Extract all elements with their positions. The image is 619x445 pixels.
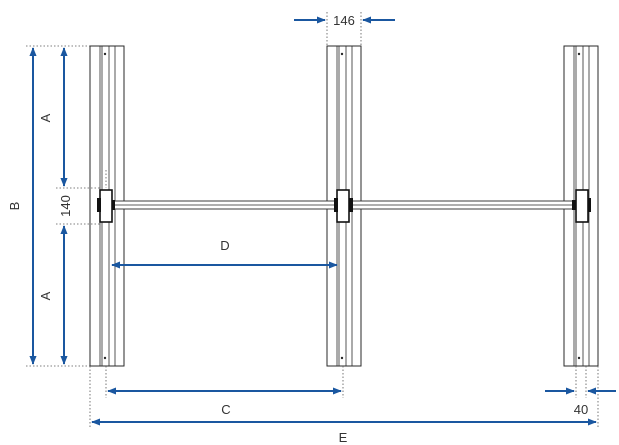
dimension-c-label: C bbox=[221, 402, 230, 417]
dimension-a-top-label: A bbox=[38, 113, 53, 122]
extension-lines bbox=[26, 12, 599, 428]
dimension-lines bbox=[29, 16, 616, 426]
dimension-d-label: D bbox=[220, 238, 229, 253]
dimension-e-label: E bbox=[339, 430, 348, 445]
bracket-right bbox=[572, 189, 591, 223]
bracket-middle bbox=[334, 189, 353, 223]
bracket-left bbox=[97, 189, 115, 223]
dimension-b-label: B bbox=[7, 202, 22, 211]
dimension-40-label: 40 bbox=[574, 402, 588, 417]
dimension-140-label: 140 bbox=[58, 195, 73, 217]
dimension-a-bottom-label: A bbox=[38, 291, 53, 300]
dimension-146-label: 146 bbox=[333, 13, 355, 28]
